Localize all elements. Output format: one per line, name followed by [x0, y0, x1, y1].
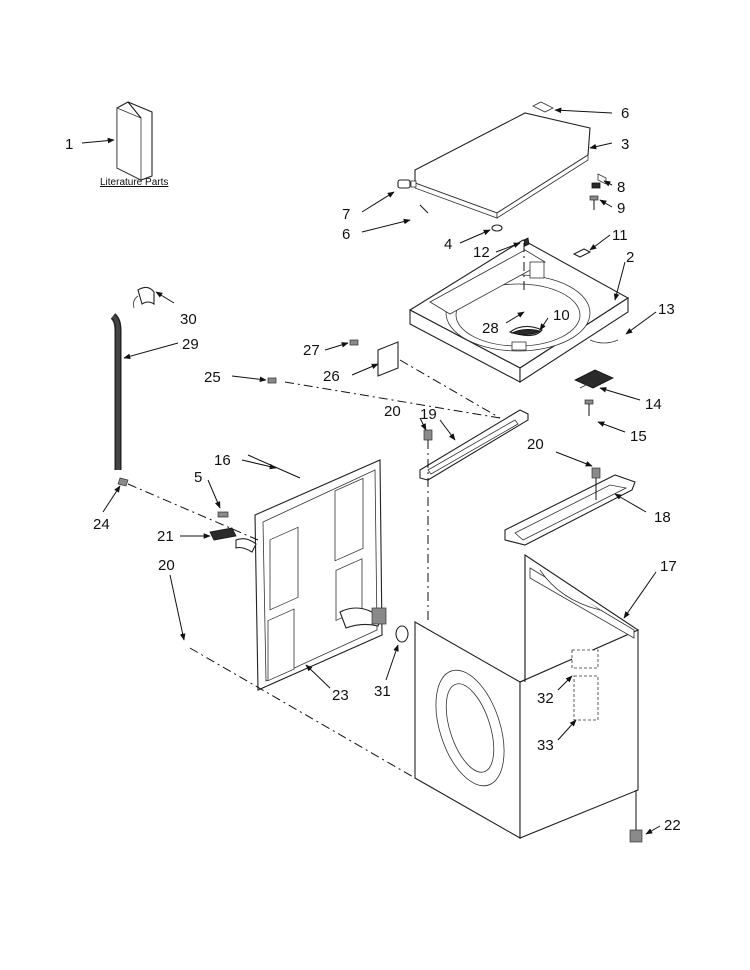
callout-11: 11: [612, 227, 628, 244]
callout-29: 29: [182, 336, 199, 353]
callout-20: 20: [384, 403, 401, 420]
literature-parts-label: Literature Parts: [100, 177, 168, 188]
callout-22: 22: [664, 817, 681, 834]
rear-panel: [254, 459, 383, 691]
rear-panel-parts: [117, 454, 409, 643]
callout-32: 32: [537, 690, 554, 707]
rear-bracket: [419, 409, 529, 481]
top-cover-small-parts: [523, 237, 619, 416]
lid-hinge-parts: [397, 101, 607, 232]
callout-20: 20: [527, 436, 544, 453]
callout-24: 24: [93, 516, 110, 533]
callout-16: 16: [214, 452, 231, 469]
top-cover: [408, 239, 630, 384]
callout-17: 17: [660, 558, 677, 575]
leader-arrows: [81, 107, 661, 835]
callout-23: 23: [332, 687, 349, 704]
callout-20: 20: [158, 557, 175, 574]
callout-6: 6: [342, 226, 350, 243]
callout-33: 33: [537, 737, 554, 754]
cabinet: [414, 553, 643, 843]
callout-numbers: 1 6 3 8 9 7 6 4 12 11 2 13 28 10 14 15 2…: [65, 105, 681, 834]
callout-31: 31: [374, 683, 391, 700]
callout-19: 19: [420, 406, 437, 423]
callout-3: 3: [621, 136, 629, 153]
callout-13: 13: [658, 301, 675, 318]
callout-7: 7: [342, 206, 350, 223]
callout-10: 10: [553, 307, 570, 324]
callout-4: 4: [444, 236, 452, 253]
drain-hose: [110, 286, 155, 470]
callout-8: 8: [617, 179, 625, 196]
callout-15: 15: [630, 428, 647, 445]
literature-booklet: [116, 101, 153, 181]
callout-27: 27: [303, 342, 320, 359]
callout-30: 30: [180, 311, 197, 328]
callout-21: 21: [157, 528, 174, 545]
callout-1: 1: [65, 136, 73, 153]
callout-28: 28: [482, 320, 499, 337]
front-brace: [504, 467, 636, 546]
callout-2: 2: [626, 249, 634, 266]
cabinet-labels: [571, 649, 599, 721]
callout-12: 12: [473, 244, 490, 261]
callout-25: 25: [204, 369, 221, 386]
top-lid: [414, 112, 591, 219]
callout-9: 9: [617, 200, 625, 217]
callout-18: 18: [654, 509, 671, 526]
callout-6: 6: [621, 105, 629, 122]
alignment-lines: [127, 243, 597, 779]
callout-26: 26: [323, 368, 340, 385]
callout-14: 14: [645, 396, 662, 413]
callout-5: 5: [194, 469, 202, 486]
